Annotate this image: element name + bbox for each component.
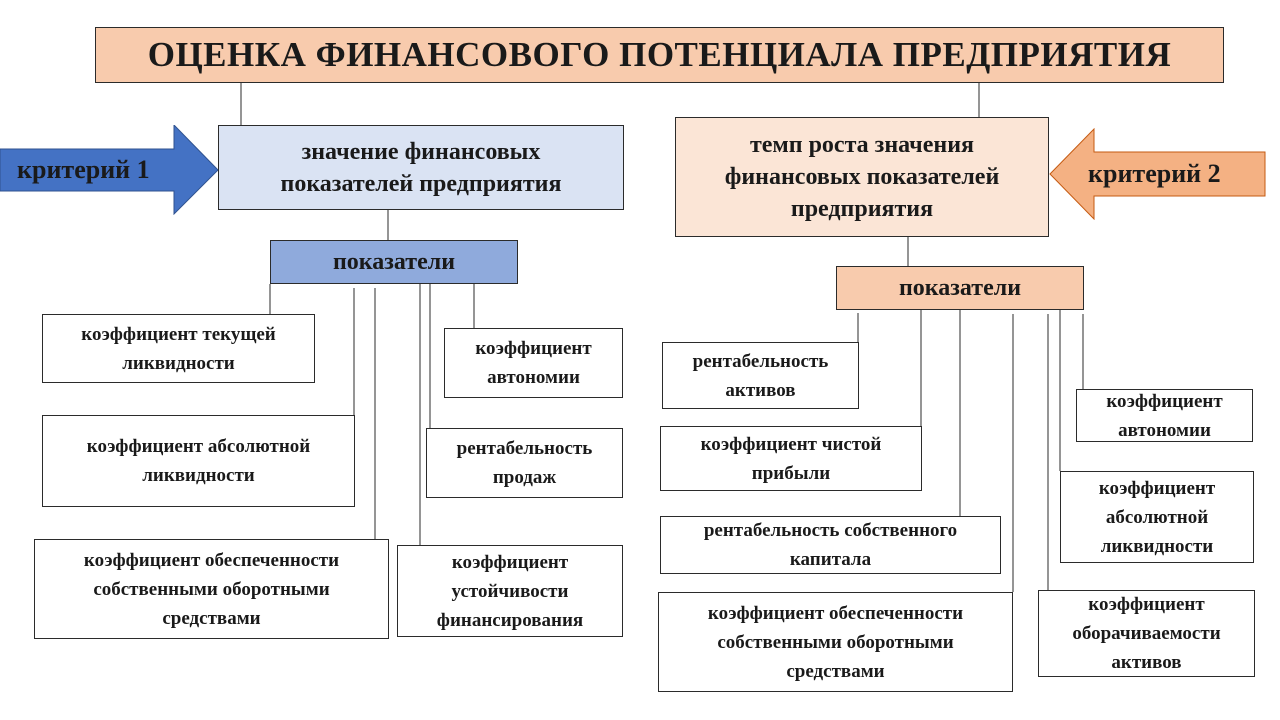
left-item-absolute-liquidity: коэффициент абсолютной ликвидности: [42, 415, 355, 507]
left-item-financing-stability: коэффициент устойчивости финансирования: [397, 545, 623, 637]
left-item-sales-profitability: рентабельность продаж: [426, 428, 623, 498]
indicators-1-box: показатели: [270, 240, 518, 284]
right-item-working-capital: коэффициент обеспеченности собственными …: [658, 592, 1013, 692]
right-item-asset-turnover: коэффициент оборачиваемости активов: [1038, 590, 1255, 677]
indicators-2-box: показатели: [836, 266, 1084, 310]
right-item-asset-profitability: рентабельность активов: [662, 342, 859, 409]
criterion-2-box: темп роста значения финансовых показател…: [675, 117, 1049, 237]
left-item-working-capital: коэффициент обеспеченности собственными …: [34, 539, 389, 639]
right-item-net-profit: коэффициент чистой прибыли: [660, 426, 922, 491]
right-item-equity-profitability: рентабельность собственного капитала: [660, 516, 1001, 574]
left-arrow-icon: [1049, 128, 1266, 220]
left-item-current-liquidity: коэффициент текущей ликвидности: [42, 314, 315, 383]
criterion-1-arrow: критерий 1: [0, 125, 222, 215]
criterion-2-arrow: критерий 2: [1048, 128, 1268, 220]
criterion-1-box: значение финансовых показателей предприя…: [218, 125, 624, 210]
criterion-1-label: критерий 1: [17, 155, 150, 184]
right-item-absolute-liquidity: коэффициент абсолютной ликвидности: [1060, 471, 1254, 563]
diagram-title: ОЦЕНКА ФИНАНСОВОГО ПОТЕНЦИАЛА ПРЕДПРИЯТИ…: [95, 27, 1224, 83]
right-item-autonomy: коэффициент автономии: [1076, 389, 1253, 442]
left-item-autonomy: коэффициент автономии: [444, 328, 623, 398]
right-arrow-icon: [0, 125, 219, 215]
criterion-2-label: критерий 2: [1088, 159, 1221, 188]
